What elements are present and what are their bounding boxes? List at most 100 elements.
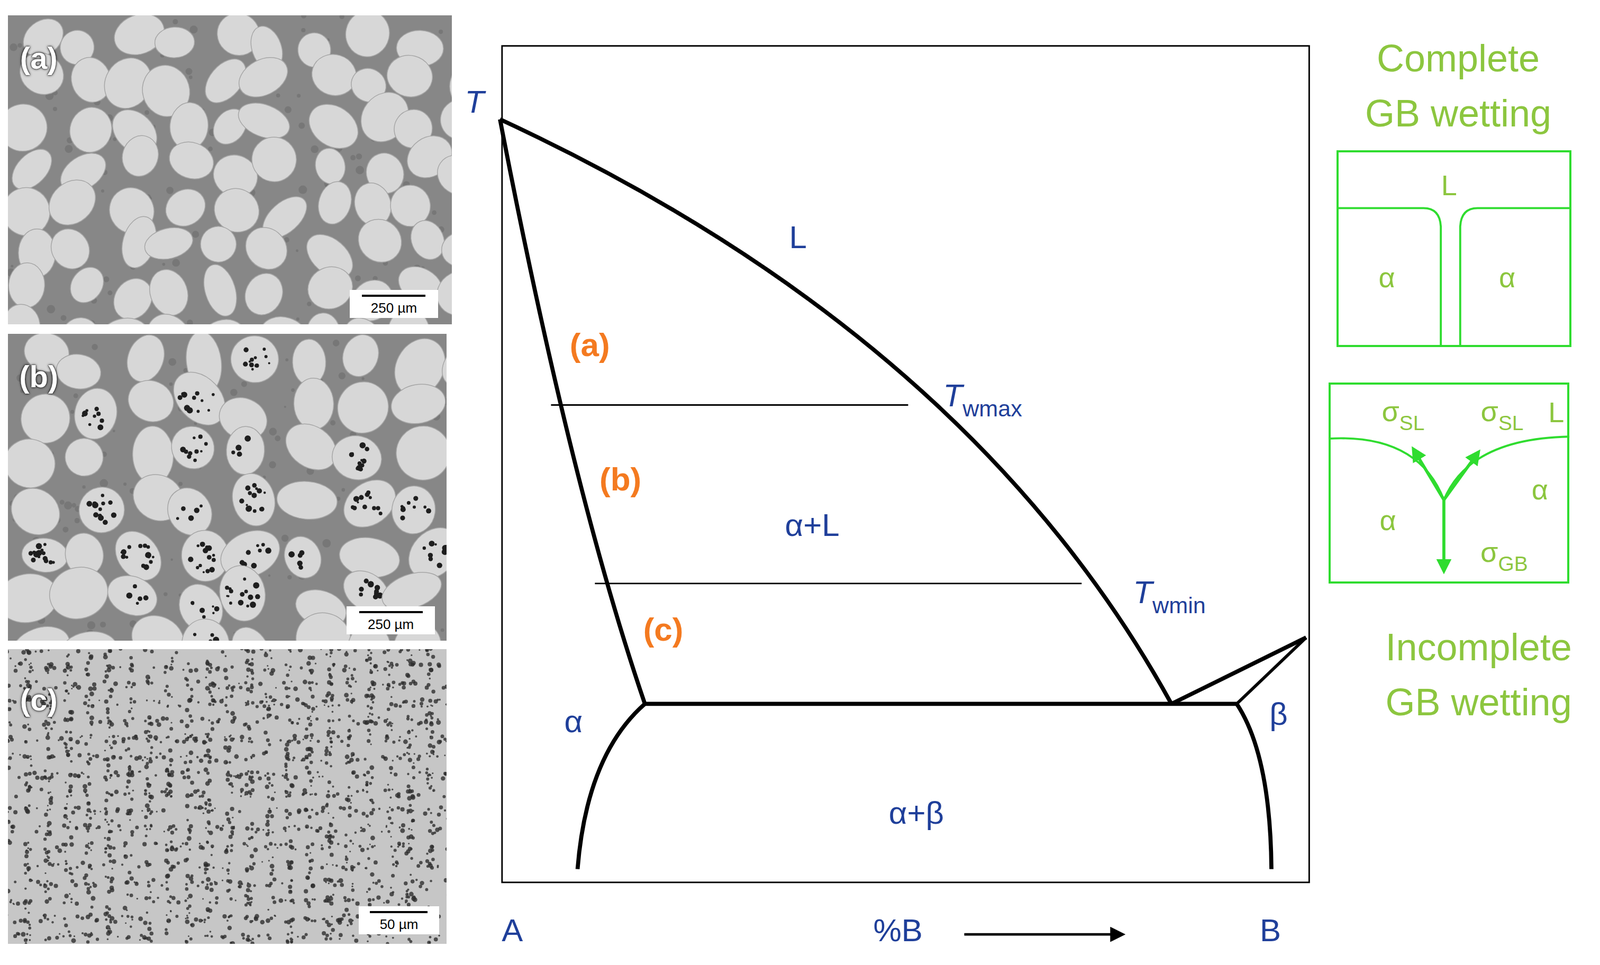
micrograph-detail <box>114 789 120 795</box>
micrograph-detail <box>150 746 154 749</box>
micrograph-detail <box>305 916 310 922</box>
micrograph-detail <box>327 719 331 723</box>
micrograph-detail <box>186 767 190 772</box>
micrograph-detail <box>126 908 129 911</box>
micrograph-detail <box>212 611 215 614</box>
grain-boundary <box>1336 207 1441 347</box>
micrograph-detail <box>108 735 111 738</box>
micrograph-detail <box>426 682 431 687</box>
micrograph-detail <box>117 130 165 181</box>
micrograph-detail <box>362 504 368 509</box>
micrograph-detail <box>445 847 448 851</box>
micrograph-detail <box>368 719 373 723</box>
micrograph-detail <box>132 789 135 792</box>
micrograph-detail <box>412 505 416 509</box>
micrograph-detail <box>429 935 432 939</box>
micrograph-detail <box>307 814 312 819</box>
micrograph-detail <box>408 803 413 807</box>
micrograph-detail <box>84 932 88 936</box>
micrograph-detail <box>97 424 104 431</box>
micrograph-detail <box>301 28 306 33</box>
micrograph-detail <box>361 458 368 464</box>
micrograph-detail <box>244 722 249 726</box>
micrograph-detail <box>390 886 393 889</box>
micrograph-detail <box>267 795 270 799</box>
micrograph-detail <box>212 703 215 706</box>
micrograph-detail <box>316 739 321 743</box>
micrograph-detail <box>200 504 204 508</box>
micrograph-detail <box>70 878 75 884</box>
micrograph-detail <box>232 826 236 830</box>
micrograph-detail <box>423 505 427 509</box>
micrograph-detail <box>137 865 141 869</box>
micrograph-detail <box>117 734 120 738</box>
micrograph-detail <box>376 505 381 511</box>
micrograph-detail <box>230 843 234 848</box>
micrograph-detail <box>74 883 79 888</box>
micrograph-detail <box>329 675 333 679</box>
micrograph-detail <box>31 557 36 563</box>
micrograph-detail <box>129 808 134 813</box>
micrograph-detail <box>322 931 327 936</box>
micrograph-detail <box>65 781 68 784</box>
micrograph-detail <box>130 797 134 801</box>
micrograph-detail <box>168 748 173 753</box>
micrograph-detail <box>178 481 184 486</box>
micrograph-detail <box>193 458 198 462</box>
micrograph-detail <box>310 826 314 830</box>
micrograph-detail <box>192 395 197 400</box>
micrograph-detail <box>206 544 213 551</box>
micrograph-detail <box>198 434 203 439</box>
micrograph-detail <box>420 880 425 885</box>
micrograph-detail <box>412 776 416 780</box>
micrograph-detail <box>194 805 198 809</box>
micrograph-detail <box>250 357 255 362</box>
micrograph-detail <box>372 505 377 511</box>
micrograph-detail <box>425 726 429 730</box>
micrograph-detail <box>128 870 132 875</box>
micrograph-detail <box>344 754 350 760</box>
micrograph-detail <box>425 771 429 775</box>
micrograph-detail <box>248 491 253 496</box>
micrograph-detail <box>411 818 415 822</box>
micrograph-detail <box>365 866 368 870</box>
micrograph-detail <box>48 649 51 652</box>
micrograph-detail <box>230 694 234 698</box>
micrograph-detail <box>89 715 95 721</box>
micrograph-detail <box>433 334 448 396</box>
micrograph-detail <box>255 363 260 368</box>
micrograph-detail <box>85 408 89 413</box>
micrograph-detail <box>165 843 168 847</box>
micrograph-detail <box>24 853 30 859</box>
micrograph-detail <box>311 897 314 900</box>
micrograph-detail <box>347 794 351 798</box>
micrograph-detail <box>208 669 213 674</box>
micrograph-detail <box>285 358 289 362</box>
micrograph-detail <box>184 732 187 735</box>
micrograph-detail <box>227 925 232 930</box>
micrograph-detail <box>438 29 443 34</box>
micrograph-detail <box>226 468 281 531</box>
micrograph-detail <box>149 559 153 564</box>
micrograph-detail <box>126 592 133 599</box>
micrograph-detail <box>44 812 49 817</box>
micrograph-detail <box>361 811 366 816</box>
micrograph-detail <box>227 594 230 597</box>
micrograph-detail <box>129 655 134 660</box>
micrograph-detail <box>160 884 164 887</box>
micrograph-detail <box>258 548 262 553</box>
micrograph-detail <box>230 388 239 397</box>
micrograph-detail <box>226 761 229 764</box>
micrograph-detail <box>44 667 50 672</box>
micrograph-detail <box>402 700 406 704</box>
micrograph-detail <box>123 606 193 641</box>
micrograph-detail <box>382 683 385 686</box>
micrograph-detail <box>439 805 444 810</box>
micrograph-detail <box>208 719 211 722</box>
micrograph-detail <box>301 15 307 19</box>
micrograph-detail <box>161 755 167 760</box>
micrograph-detail <box>89 691 95 697</box>
micrograph-detail <box>413 700 416 703</box>
micrograph-detail <box>285 939 289 943</box>
micrograph-detail <box>441 776 446 781</box>
